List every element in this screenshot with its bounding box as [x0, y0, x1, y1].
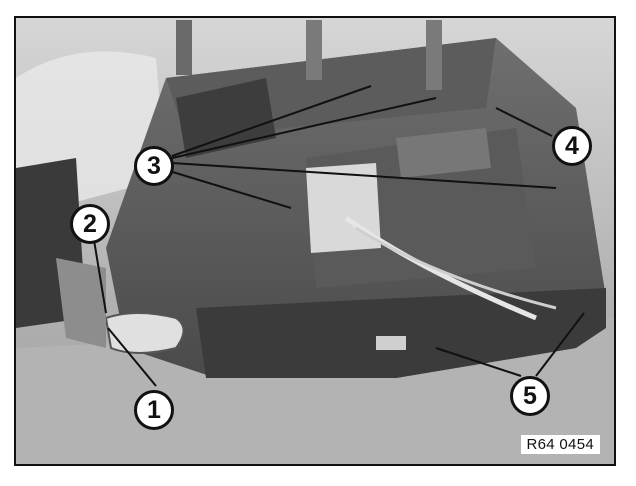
reference-code-label: R64 0454 — [520, 435, 600, 454]
callout-2: 2 — [70, 204, 110, 244]
figure-frame: 1 2 3 4 5 R64 0454 — [14, 16, 616, 466]
callout-1: 1 — [134, 390, 174, 430]
callout-3: 3 — [134, 146, 174, 186]
hvac-unit-photo — [16, 18, 614, 464]
callout-5: 5 — [510, 376, 550, 416]
leader-lines — [93, 85, 585, 387]
callout-4: 4 — [552, 126, 592, 166]
